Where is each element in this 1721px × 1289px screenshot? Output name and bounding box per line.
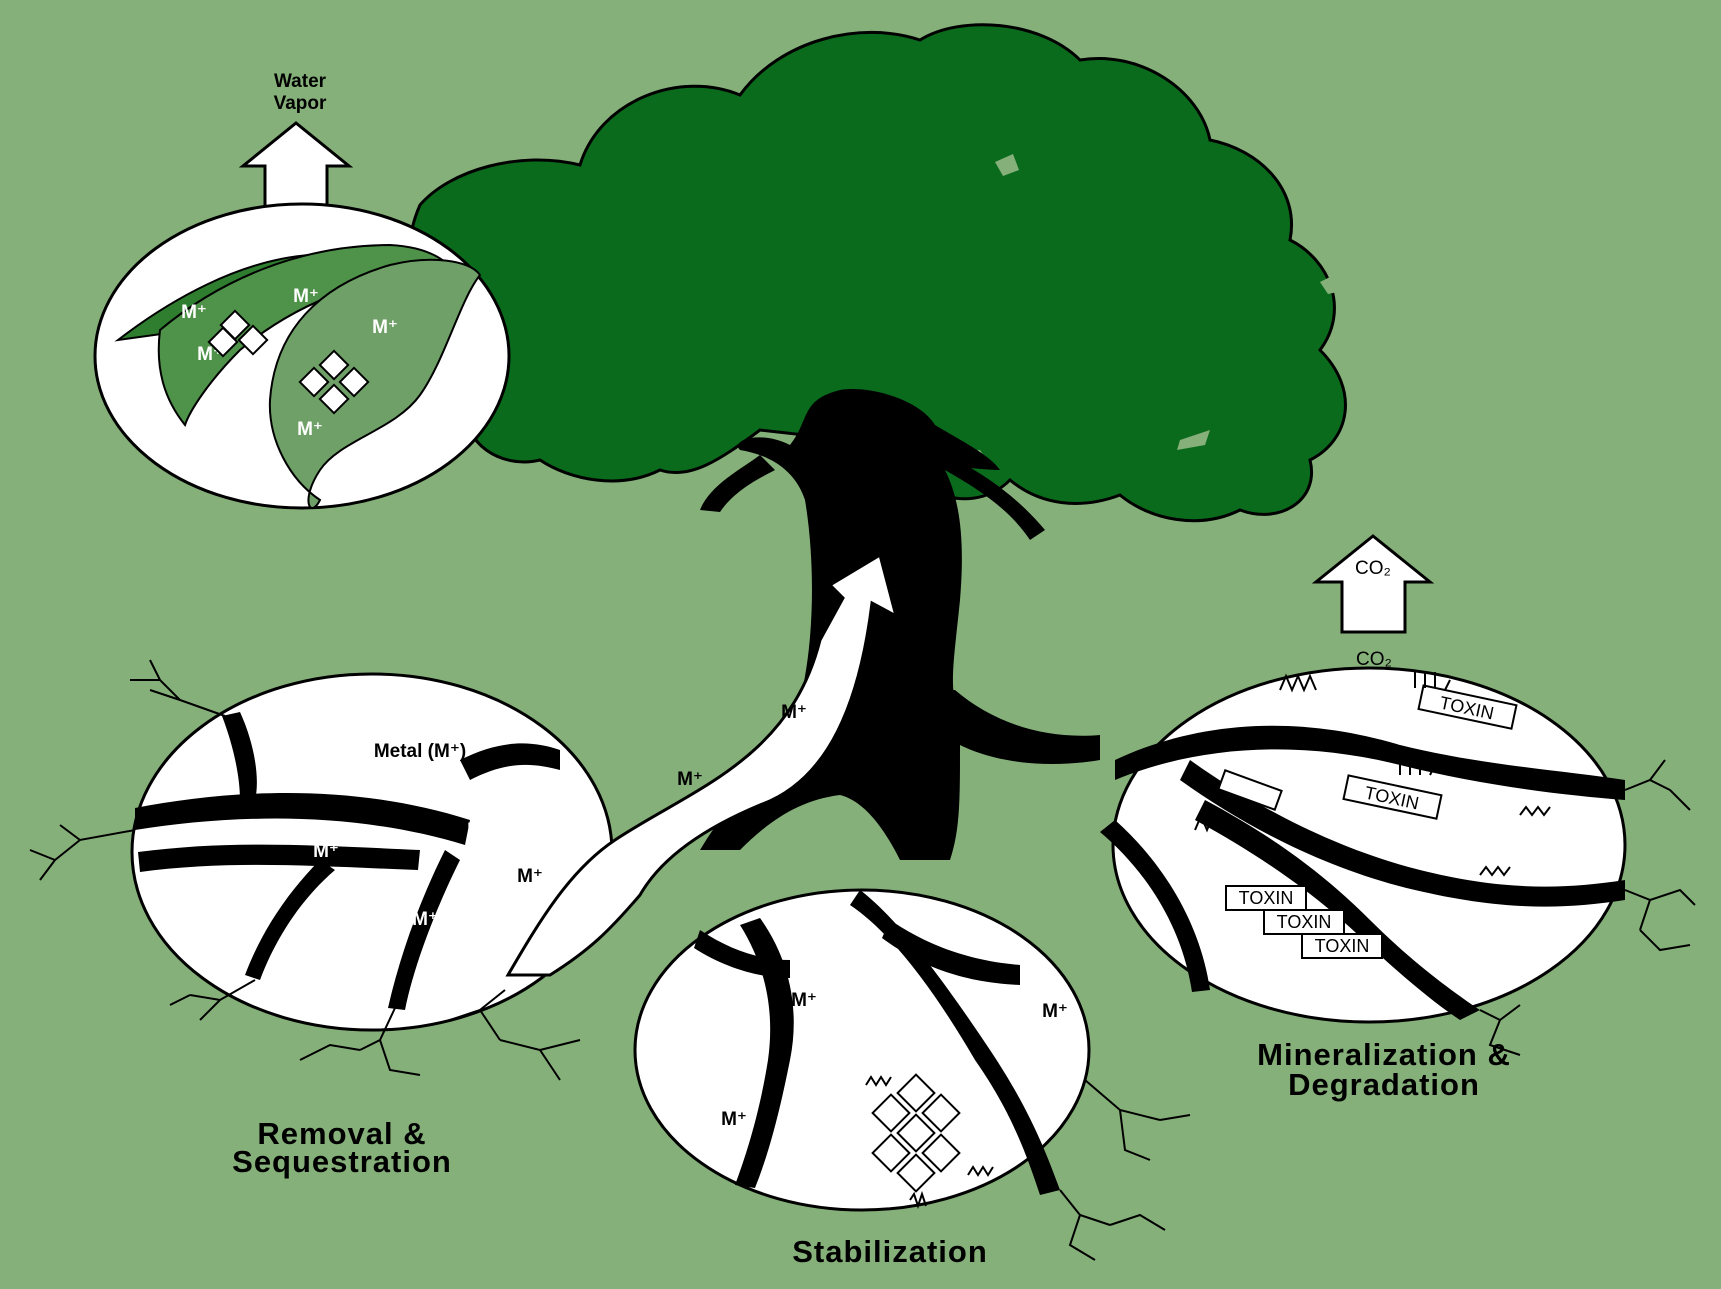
co2-label: CO₂ bbox=[1356, 649, 1392, 670]
water-vapor-label: Vapor bbox=[274, 93, 327, 114]
metal-ion-label: M⁺ bbox=[781, 702, 807, 723]
leaf-shape bbox=[268, 258, 482, 509]
canopy-gap bbox=[1320, 272, 1348, 294]
mineralization-circle bbox=[1100, 666, 1627, 1024]
metal-ion-label: M⁺ bbox=[227, 366, 253, 387]
root-hairs bbox=[29, 659, 581, 1081]
metal-ion-label: M⁺ bbox=[791, 990, 817, 1011]
leaf-circle bbox=[93, 202, 511, 510]
roots-stabilization bbox=[694, 890, 1060, 1195]
zigzag-icon bbox=[865, 1075, 994, 1210]
metal-ion-label: M⁺ bbox=[517, 866, 543, 887]
canopy-shape bbox=[408, 23, 1347, 523]
water-vapor-label: Water bbox=[274, 71, 327, 92]
metal-ion-label: M⁺ bbox=[721, 1109, 747, 1130]
uptake-arrow-path bbox=[505, 552, 899, 977]
co2-arrow bbox=[1311, 534, 1435, 634]
stabilization-caption: Stabilization bbox=[792, 1234, 988, 1269]
metal-ion-label: M⁺ bbox=[313, 841, 339, 862]
metal-lattice bbox=[871, 1073, 961, 1193]
arrow-up-icon bbox=[1311, 534, 1435, 634]
canopy-gap bbox=[995, 154, 1019, 176]
metal-complex bbox=[207, 309, 269, 358]
mineralization-circle-bg bbox=[1111, 666, 1627, 1024]
toxin-box bbox=[1217, 684, 1518, 959]
canopy-gap bbox=[1177, 430, 1210, 450]
metal-ion-label: M⁺ bbox=[1042, 1001, 1068, 1022]
metal-ion-label: M⁺ bbox=[181, 302, 207, 323]
toxin-label: TOXIN bbox=[1315, 936, 1370, 956]
root-hairs bbox=[1059, 1079, 1191, 1261]
branch bbox=[945, 462, 1045, 540]
removal-caption: Removal & bbox=[257, 1116, 426, 1151]
mineralization-caption: Mineralization & bbox=[1257, 1037, 1511, 1072]
zigzag-icon bbox=[1194, 672, 1551, 877]
stabilization-circle bbox=[633, 888, 1091, 1212]
co2-label: CO₂ bbox=[1355, 558, 1391, 579]
tree-canopy bbox=[408, 23, 1348, 523]
root-hairs bbox=[1479, 759, 1696, 1056]
removal-caption: Sequestration bbox=[232, 1144, 452, 1179]
removal-circle bbox=[130, 552, 899, 1032]
metal-label: Metal (M⁺) bbox=[374, 741, 466, 762]
metal-complex bbox=[298, 349, 370, 415]
metal-ion-label: M⁺ bbox=[372, 317, 398, 338]
mineralization-caption: Degradation bbox=[1288, 1067, 1480, 1102]
branch bbox=[700, 455, 775, 512]
metal-ion-label: M⁺ bbox=[265, 764, 291, 785]
roots-removal bbox=[135, 712, 560, 1010]
trunk-shape bbox=[738, 389, 1000, 700]
metal-ion-label: M⁺ bbox=[297, 419, 323, 440]
metal-ion-label: M⁺ bbox=[677, 769, 703, 790]
metal-ion-label: M⁺ bbox=[293, 286, 319, 307]
toxin-label: TOXIN bbox=[1239, 888, 1294, 908]
metal-ion-label: M⁺ bbox=[467, 820, 493, 841]
metal-ion-label: M⁺ bbox=[412, 909, 438, 930]
toxin-label: TOXIN bbox=[1277, 912, 1332, 932]
